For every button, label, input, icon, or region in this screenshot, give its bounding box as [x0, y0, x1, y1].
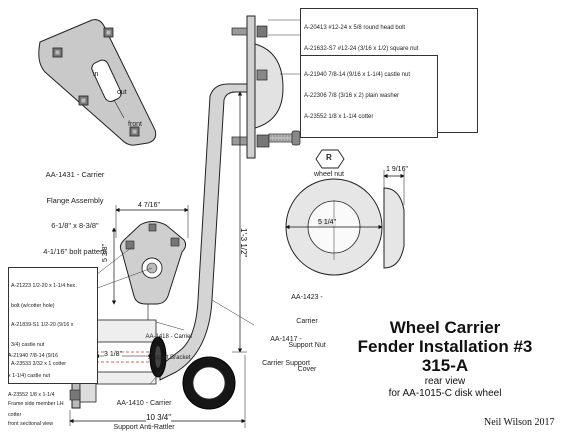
part-line: A-21940 7/8-14 (9/16 x 1-1/4) castle nut	[304, 72, 411, 78]
bracket-dim-width: 4 7/16"	[138, 202, 160, 209]
title-line-3: 315-A	[421, 356, 469, 375]
cover-caption-line: Carrier	[296, 318, 318, 325]
part-line: A-23552 1/8 x 1-1/4 cotter	[304, 114, 374, 120]
dim-arm-height	[232, 91, 247, 353]
part-line: x 1-1/4) castle nut	[8, 372, 51, 379]
part-line: A-21632-S7 #12-24 (3/16 x 1/2) square nu…	[304, 46, 419, 52]
mid-parts-box: A-21940 7/8-14 (9/16 x 1-1/4) castle nut…	[300, 55, 438, 138]
bracket-caption: AA-1418 - Carrier Support Bracket	[134, 320, 204, 376]
title-line-1: Wheel Carrier	[389, 318, 501, 337]
credit: Neil Wilson 2017	[484, 417, 555, 428]
wheel-nut	[315, 149, 345, 169]
dim-arm-height-label: 1'-3 1/2"	[239, 228, 248, 258]
title-line-2: Fender Installation #3	[357, 337, 533, 356]
left-parts-box: A-21223 1/2-20 x 1-1/4 hex. bolt (w/cott…	[8, 267, 98, 384]
flange-slot	[91, 59, 122, 102]
cover-dim-diameter: 5 1/4"	[318, 219, 337, 226]
cover-dim-depth: 1 9/16"	[386, 166, 408, 173]
flange-label-out: out	[117, 89, 127, 96]
flange-caption-line: 4-1/16" bolt pattern	[43, 246, 107, 256]
title-sub-2: for AA-1015-C disk wheel	[388, 388, 502, 399]
flange-caption-line: 6-1/8" x 8-3/8"	[51, 221, 99, 230]
anti-rattler-core	[155, 346, 161, 368]
carrier-support-arm	[159, 83, 248, 381]
dim-offset-label: 3 1/8"	[104, 351, 123, 358]
title-sub-1: rear view	[424, 376, 466, 387]
part-line: 3/4) castle nut	[11, 341, 45, 348]
flange-caption-line: AA-1431 - Carrier	[45, 170, 105, 179]
part-line: cotter	[8, 411, 22, 418]
rattler-caption: AA-1410 - Carrier Support Anti-Rattler	[104, 384, 184, 448]
flange-label-front: front	[128, 121, 143, 128]
flange-bolt-2	[103, 27, 114, 38]
bracket-caption-line: AA-1418 - Carrier	[145, 334, 193, 340]
bracket-dim-height: 5 3/8"	[102, 243, 109, 262]
frame-label-line: front sectional view	[8, 420, 54, 427]
support-caption: AA-1417 - Carrier Support	[254, 320, 318, 384]
wheel-nut-label: wheel nut	[314, 171, 344, 178]
support-caption-line: Carrier Support	[262, 360, 310, 367]
part-line: A-20413 #12-24 x 5/8 round head bolt	[304, 25, 406, 31]
cover-caption-line: Cover	[297, 366, 317, 373]
bracket-caption-line: Support Bracket	[147, 355, 191, 361]
part-line: A-21940 7/8-14 (9/16	[8, 353, 59, 359]
rattler-caption-line: AA-1410 - Carrier	[116, 400, 172, 407]
cover-caption: AA-1423 - Carrier Support Nut Cover	[272, 278, 342, 390]
part-line: A-21839-S1 1/2-20 (9/16 x	[11, 322, 74, 328]
cover-caption-line: Support Nut	[288, 342, 326, 349]
part-line: A-23533 3/32 x 1 cotter	[11, 361, 67, 367]
bottom-left-parts: A-21940 7/8-14 (9/16 x 1-1/4) castle nut…	[8, 340, 58, 431]
part-line: A-21223 1/2-20 x 1-1/4 hex.	[11, 283, 77, 289]
wheel-nut-glyph: R	[326, 153, 332, 162]
flange-bolt-1	[52, 47, 63, 58]
rattler-caption-line: Support Anti-Rattler	[113, 424, 175, 431]
nut-cover	[285, 170, 405, 276]
flange-bolt-3	[78, 95, 89, 106]
support-caption-line: AA-1417 -	[270, 336, 302, 343]
flange-caption-line: Flange Assembly	[46, 195, 104, 205]
part-line: bolt (w/cotter hole)	[11, 302, 55, 309]
flange-bolt-4	[129, 126, 140, 137]
part-line: A-23552 1/8 x 1-1/4	[8, 392, 55, 398]
frame-label: Frame side member LH front sectional vie…	[8, 388, 64, 440]
bumper-ring	[182, 356, 236, 410]
carrier-flange	[38, 19, 157, 146]
frame-label-line: Frame side member LH	[8, 401, 64, 407]
part-line: A-22306 7/8 (3/16 x 2) plain washer	[304, 93, 400, 99]
mount-plate	[231, 15, 301, 159]
flange-caption: AA-1431 - Carrier Flange Assembly 6-1/8"…	[20, 154, 130, 273]
cover-caption-line: AA-1423 -	[291, 294, 323, 301]
flange-label-in: in	[93, 71, 99, 78]
leader-lines	[91, 19, 335, 385]
diagram-canvas: in out front AA-1431 - Carrier Flange As…	[8, 8, 555, 431]
dim-total-width-label: 10 3/4"	[146, 413, 172, 422]
